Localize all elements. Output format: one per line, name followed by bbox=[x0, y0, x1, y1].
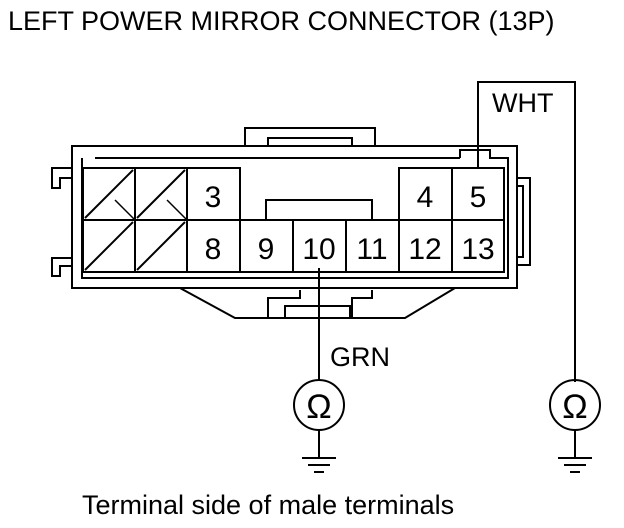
ground-icon bbox=[558, 457, 592, 473]
ohmmeter-symbol-left: Ω bbox=[306, 388, 331, 426]
diagram-title: LEFT POWER MIRROR CONNECTOR (13P) bbox=[8, 6, 555, 36]
terminal-13-label: 13 bbox=[461, 233, 494, 266]
connector-housing bbox=[51, 145, 531, 319]
ohmmeter-icon: Ω bbox=[549, 379, 601, 458]
terminal-12-label: 12 bbox=[408, 233, 441, 266]
wht-wire-label: WHT bbox=[492, 88, 553, 118]
diagram-caption: Terminal side of male terminals bbox=[82, 490, 455, 520]
terminal-11-label: 11 bbox=[356, 233, 387, 266]
terminal-9-label: 9 bbox=[258, 233, 275, 266]
wht-wire bbox=[477, 81, 576, 382]
terminal-8-label: 8 bbox=[205, 233, 222, 266]
terminal-10-label: 10 bbox=[302, 233, 335, 266]
connector-top-latch bbox=[244, 127, 376, 146]
terminal-3-label: 3 bbox=[205, 181, 222, 214]
ground-icon bbox=[302, 457, 336, 473]
terminal-4-label: 4 bbox=[417, 181, 434, 214]
terminal-5-label: 5 bbox=[470, 181, 487, 214]
grn-wire-label: GRN bbox=[330, 342, 390, 372]
ohmmeter-symbol-right: Ω bbox=[562, 388, 587, 426]
ohmmeter-icon: Ω bbox=[293, 379, 345, 458]
terminal-grid bbox=[82, 167, 505, 273]
